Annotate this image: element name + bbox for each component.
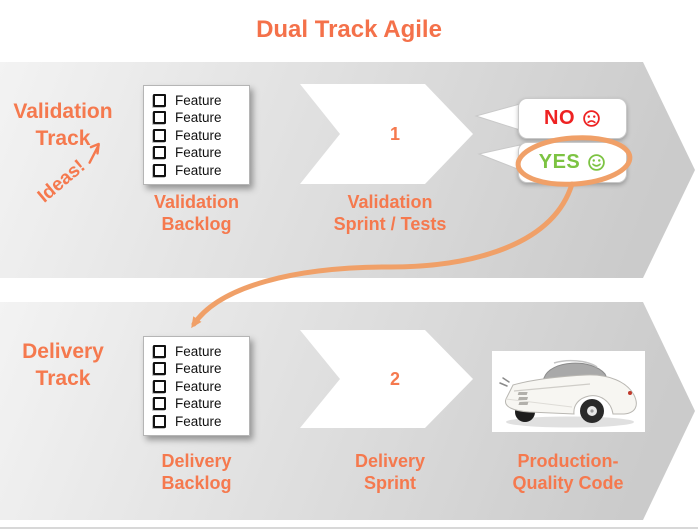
backlog-item-label: Feature <box>175 110 222 125</box>
backlog-item: Feature <box>153 110 240 125</box>
label-line: Validation <box>347 192 433 212</box>
delivery-track-label: Delivery Track <box>2 338 124 392</box>
checkbox-icon <box>153 379 166 393</box>
backlog-item-label: Feature <box>175 378 222 394</box>
checkbox-icon <box>153 163 166 177</box>
checkbox-icon <box>153 414 166 428</box>
backlog-item-label: Feature <box>175 92 222 108</box>
yes-label: YES <box>538 151 581 173</box>
label-line: Sprint <box>364 473 416 493</box>
label-line: Backlog <box>161 473 232 493</box>
backlog-item-label: Feature <box>175 162 222 178</box>
backlog-item: Feature <box>153 414 240 429</box>
validation-backlog-label: Validation Backlog <box>131 191 262 235</box>
production-car-photo <box>492 351 645 432</box>
label-line: Production- <box>517 451 619 471</box>
label-line: Quality Code <box>512 473 624 493</box>
delivery-backlog-label: Delivery Backlog <box>131 450 262 494</box>
track-label-line: Track <box>35 367 91 390</box>
checkbox-icon <box>153 362 166 375</box>
backlog-item: Feature <box>153 145 240 160</box>
happy-face-icon <box>588 154 606 171</box>
label-line: Validation <box>153 192 240 212</box>
checkbox-icon <box>153 111 166 124</box>
backlog-item: Feature <box>153 128 240 143</box>
checkbox-icon <box>153 128 166 142</box>
backlog-item-label: Feature <box>175 145 222 160</box>
production-quality-label: Production- Quality Code <box>478 450 658 494</box>
validation-sprint-label: Validation Sprint / Tests <box>308 191 472 235</box>
validation-backlog-card: Feature Feature Feature Feature Feature <box>143 85 250 185</box>
no-label: NO <box>544 107 575 129</box>
backlog-item: Feature <box>153 396 240 411</box>
backlog-item-label: Feature <box>175 343 222 359</box>
delivery-sprint-number: 2 <box>389 369 400 389</box>
checkbox-icon <box>153 146 166 159</box>
no-outcome-bubble: NO <box>518 98 627 139</box>
sad-face-icon <box>583 110 600 127</box>
yes-bubble-tail <box>477 144 521 171</box>
label-line: Delivery <box>161 451 232 471</box>
car-illustration <box>499 359 637 428</box>
ideas-label: Ideas! <box>33 155 90 208</box>
label-line: Sprint / Tests <box>333 214 447 234</box>
label-line: Delivery <box>354 451 426 471</box>
validation-sprint-number: 1 <box>389 124 400 144</box>
checkbox-icon <box>153 93 166 107</box>
backlog-item-label: Feature <box>175 127 222 143</box>
yes-outcome-bubble: YES <box>518 142 627 183</box>
track-label-line: Delivery <box>22 340 104 363</box>
page-title: Dual Track Agile <box>256 16 442 43</box>
backlog-item: Feature <box>153 163 240 178</box>
backlog-item: Feature <box>153 379 240 394</box>
delivery-sprint-label: Delivery Sprint <box>308 450 472 494</box>
backlog-item-label: Feature <box>175 361 222 376</box>
bottom-divider <box>0 527 698 529</box>
checkbox-icon <box>153 397 166 410</box>
no-bubble-tail <box>474 103 521 131</box>
backlog-item-label: Feature <box>175 396 222 411</box>
backlog-item-label: Feature <box>175 413 222 429</box>
backlog-item: Feature <box>153 361 240 376</box>
label-line: Backlog <box>161 214 232 234</box>
checkbox-icon <box>153 344 166 358</box>
track-label-line: Validation <box>13 100 113 123</box>
delivery-backlog-card: Feature Feature Feature Feature Feature <box>143 336 250 436</box>
backlog-item: Feature <box>153 344 240 359</box>
backlog-item: Feature <box>153 93 240 108</box>
